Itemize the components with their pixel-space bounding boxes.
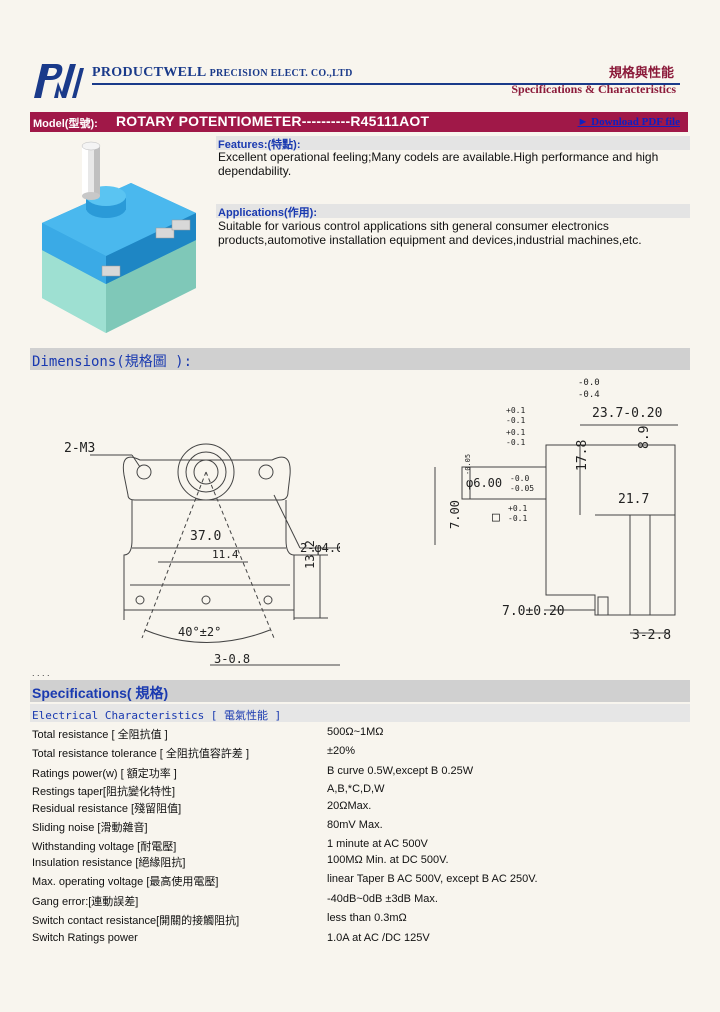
dim-angle-label: 40°±2° <box>178 625 221 639</box>
dim-w7-label: 7.0±0.20 <box>502 604 565 619</box>
spec-label: Residual resistance [殘留阻值] <box>32 803 182 815</box>
spec-label: Switch Ratings power <box>32 932 138 944</box>
side-view-drawing: -0.0 -0.4 23.7-0.20 +0.1 -0.1 +0.1 -0.1 … <box>434 378 678 643</box>
applications-text: Suitable for various control application… <box>218 219 642 247</box>
dim-w37-label: 37.0 <box>190 529 221 544</box>
spec-label: Total resistance tolerance [ 全阻抗值容許差 ] <box>32 748 250 760</box>
spec-value: -40dB~0dB ±3dB Max. <box>327 893 438 905</box>
applications-bar <box>216 204 690 218</box>
spec-value: A,B,*C,D,W <box>327 783 385 795</box>
spec-label: Total resistance [ 全阻抗值 ] <box>32 729 168 741</box>
spec-value: 100MΩ Min. at DC 500V. <box>327 854 449 866</box>
spec-value: less than 0.3mΩ <box>327 912 407 924</box>
dim-d6-label: φ6.00 <box>466 476 502 490</box>
spec-label: Restings taper[阻抗變化特性] <box>32 786 176 798</box>
specifications-title: Specifications( 規格) <box>32 685 169 701</box>
dim-w237-label: 23.7-0.20 <box>592 406 662 421</box>
dimensions-title: Dimensions(規格圖 ): <box>32 354 193 370</box>
spec-label: Insulation resistance [絕緣阻抗] <box>32 857 186 869</box>
dim-tol-c: +0.1 <box>506 428 525 437</box>
dim-pin-side-label: 3-2.8 <box>632 628 671 643</box>
spec-value: ±20% <box>327 745 356 757</box>
product-image <box>42 141 196 333</box>
dim-tol-d: -0.1 <box>506 438 525 447</box>
spec-value: 1.0A at AC /DC 125V <box>327 932 430 944</box>
features-text: Excellent operational feeling;Many codel… <box>218 150 659 178</box>
dimensions-bar <box>30 348 690 370</box>
applications-title: Applications(作用): <box>218 207 317 219</box>
dim-h178-label: 17.8 <box>575 440 590 471</box>
dim-h7-tol: -0.05 <box>464 454 472 475</box>
cjk-title: 規格與性能 <box>608 65 674 80</box>
dim-tol-b: -0.1 <box>506 416 525 425</box>
model-label: Model(型號): <box>33 118 98 130</box>
dim-tol-e: +0.1 <box>508 504 527 513</box>
spec-label: Ratings power(w) [ 額定功率 ] <box>32 768 177 780</box>
company-name: PRODUCTWELL PRECISION ELECT. CO.,LTD <box>92 65 353 80</box>
dim-tol-a: +0.1 <box>506 406 525 415</box>
dim-m3-label: 2-M3 <box>64 441 95 456</box>
spec-value: linear Taper B AC 500V, except B AC 250V… <box>327 873 538 885</box>
dim-tol-f: -0.1 <box>508 514 527 523</box>
dim-h7-label: 7.00 <box>448 500 462 529</box>
spec-label: Switch contact resistance[開關的接觸阻抗] <box>32 915 240 927</box>
page-subtitle: Specifications & Characteristics <box>511 82 676 96</box>
spec-value: 80mV Max. <box>327 819 383 831</box>
separator-dots: . . . . <box>32 668 50 678</box>
dim-w11-label: 11.4 <box>212 548 239 561</box>
spec-label: Max. operating voltage [最高使用電壓] <box>32 876 219 888</box>
dim-d6-tol1: -0.0 <box>510 474 529 483</box>
dim-square-label: □ <box>492 510 500 525</box>
spec-value: 500Ω~1MΩ <box>327 726 384 738</box>
specifications-bar <box>30 680 690 702</box>
dim-pin-label: 3-0.8 <box>214 652 250 666</box>
dim-hole-label: 2-φ4.0*2.5 <box>300 541 340 555</box>
download-pdf-link[interactable]: ► Download PDF file <box>577 116 680 128</box>
features-bar <box>216 136 690 150</box>
features-title: Features:(特點): <box>218 139 301 151</box>
dim-w217-label: 21.7 <box>618 492 649 507</box>
header-divider <box>92 83 680 85</box>
company-logo <box>34 64 84 98</box>
spec-label: Withstanding voltage [耐電壓] <box>32 841 177 853</box>
spec-value: 1 minute at AC 500V <box>327 838 428 850</box>
electrical-bar <box>30 704 690 722</box>
dim-h89-label: 8.9 <box>637 426 652 449</box>
model-name: ROTARY POTENTIOMETER----------R45111AOT <box>116 113 430 129</box>
spec-label: Gang error:[連動誤差] <box>32 896 139 908</box>
spec-value: B curve 0.5W,except B 0.25W <box>327 765 474 777</box>
model-bar <box>30 112 688 132</box>
dim-h13-label: 13.2 <box>303 540 317 569</box>
spec-value: 20ΩMax. <box>327 800 372 812</box>
dim-tol-top2: -0.4 <box>578 390 600 400</box>
dim-d6-tol2: -0.05 <box>510 484 534 493</box>
spec-label: Sliding noise [滑動雜音] <box>32 822 148 834</box>
electrical-title: Electrical Characteristics [ 電氣性能 ] <box>32 709 282 722</box>
front-view-drawing: 2-M3 37.0 11.4 2-φ4.0*2.5 13.2 40°±2° 3-… <box>64 441 340 666</box>
dim-tol-top1: -0.0 <box>578 378 600 388</box>
